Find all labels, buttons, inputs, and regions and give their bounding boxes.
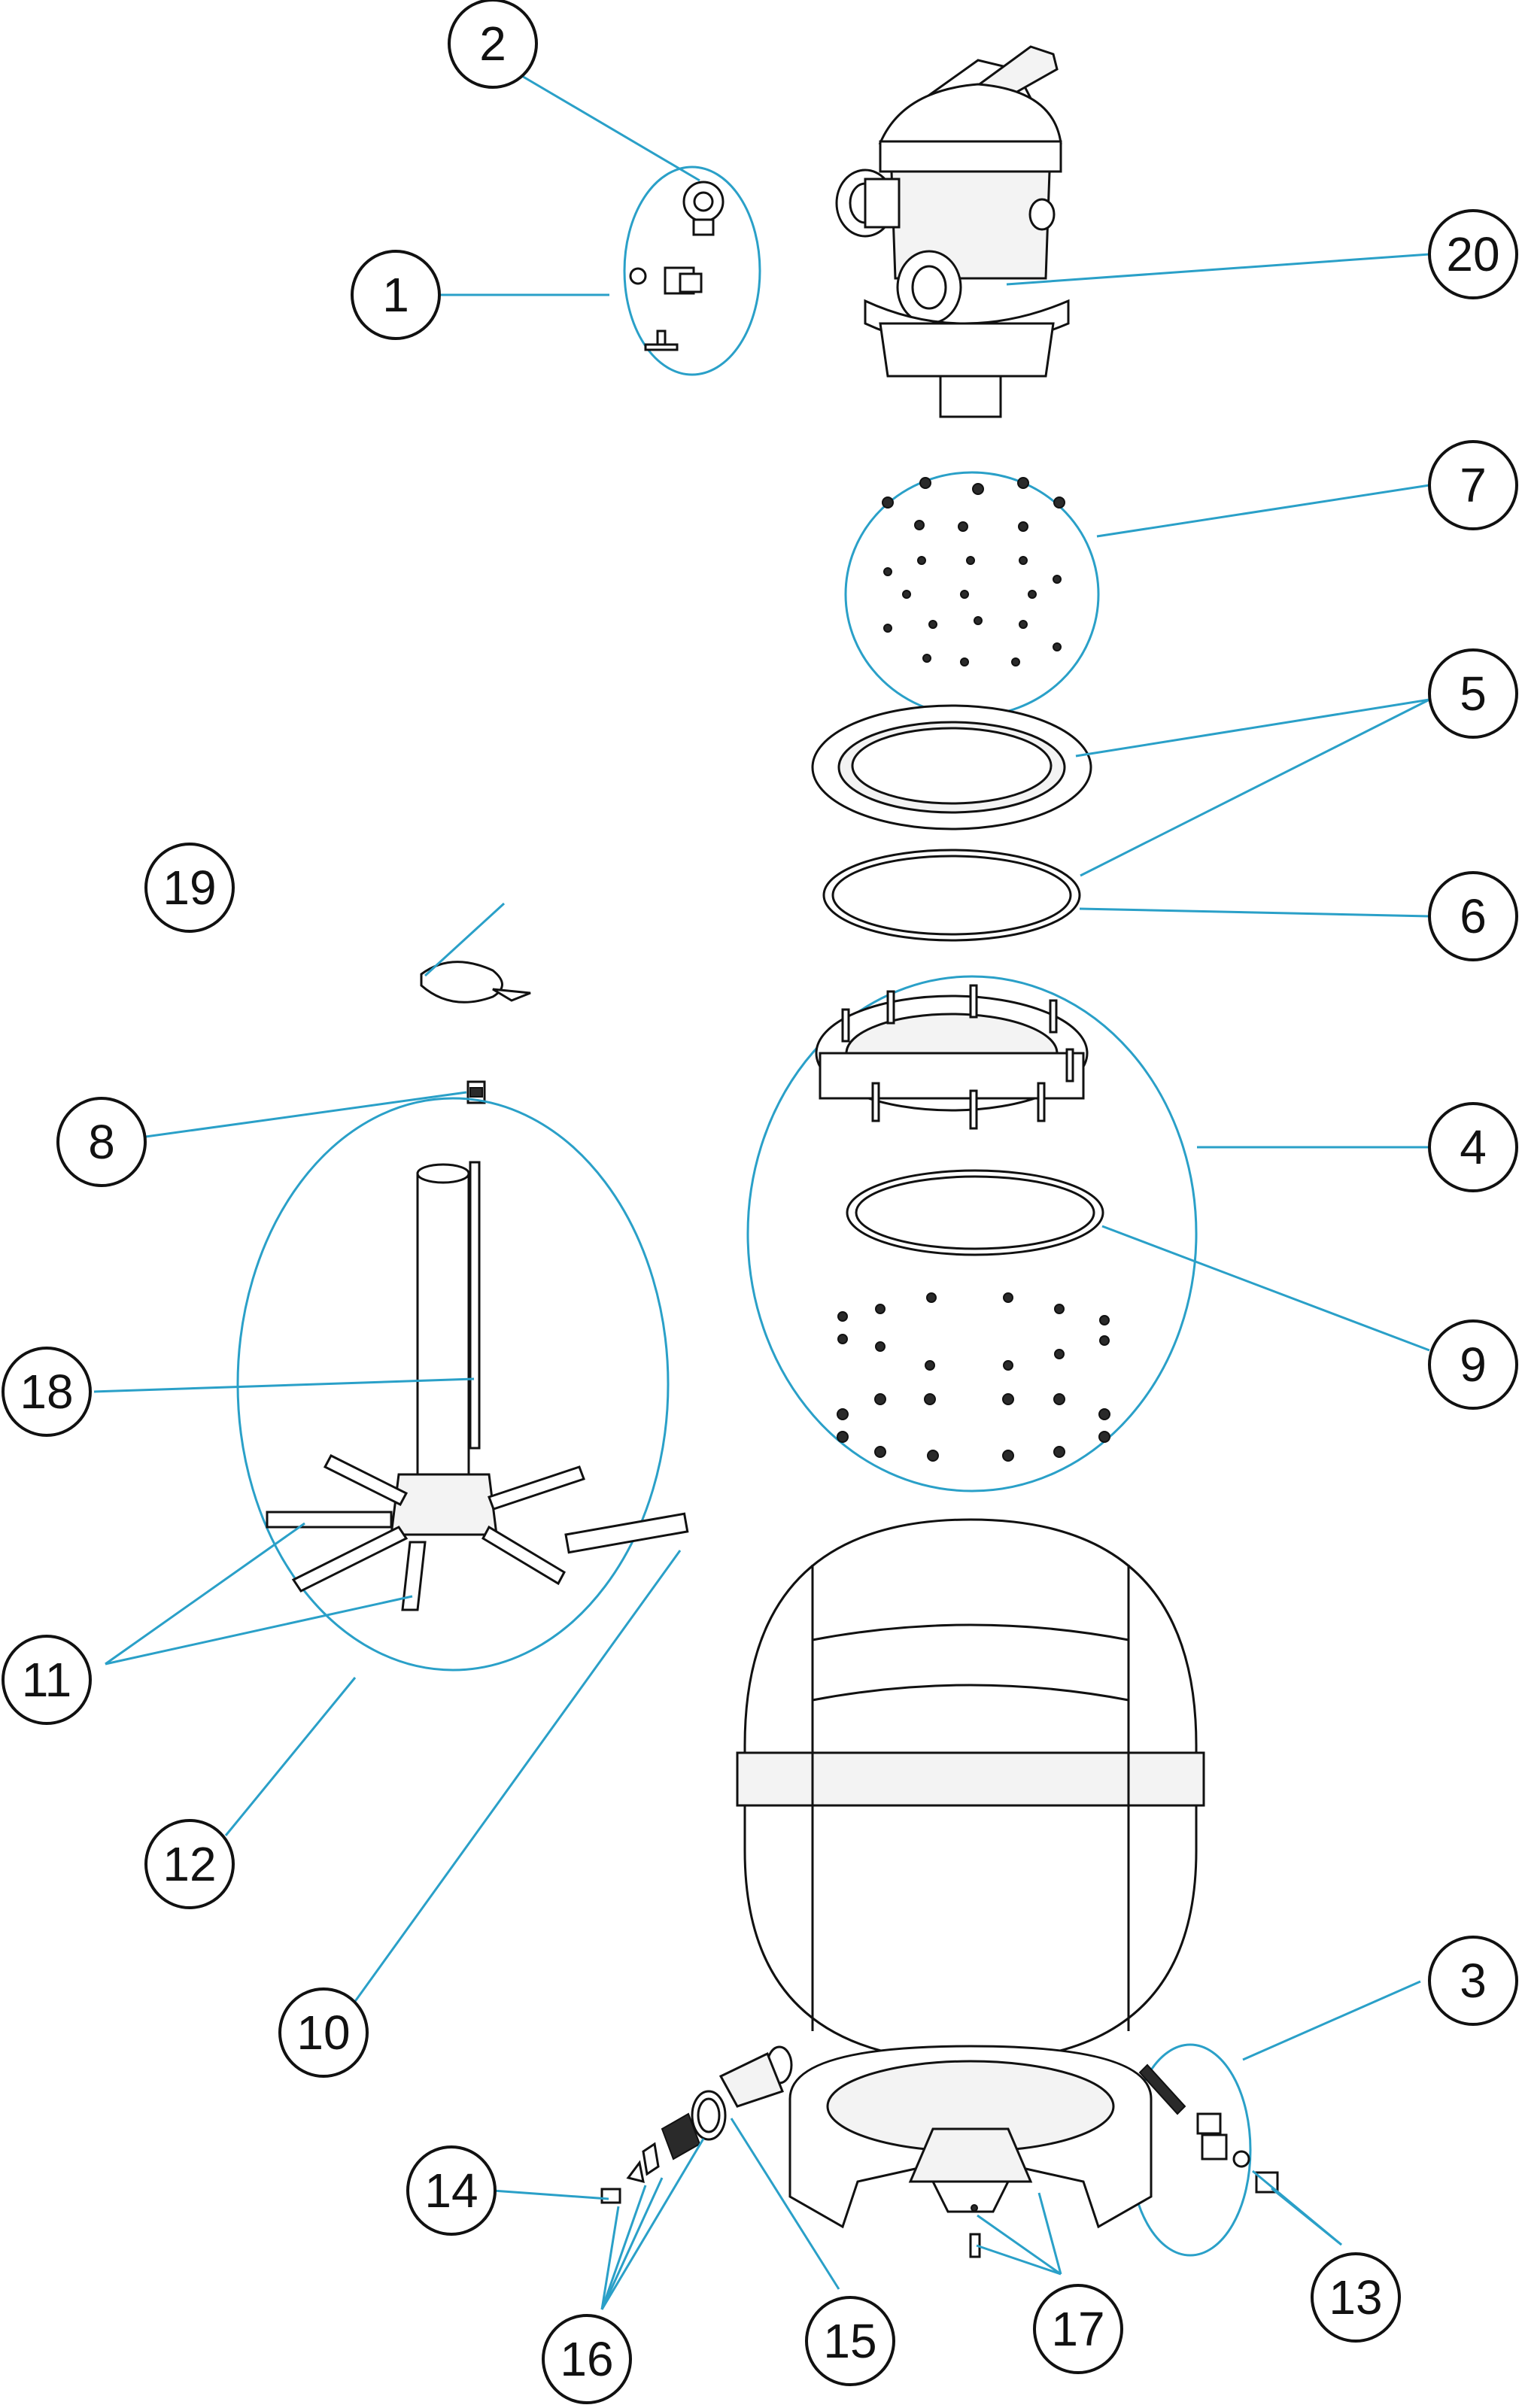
svg-text:6: 6 — [1460, 889, 1487, 943]
callout-10: 10 — [278, 1987, 369, 2078]
lower-assembly-group — [746, 975, 1198, 1492]
svg-text:18: 18 — [20, 1365, 73, 1419]
svg-text:3: 3 — [1460, 1954, 1487, 2008]
collector-assembly-group — [236, 1097, 689, 1672]
air-pipe — [469, 1161, 481, 1450]
manometer-kit-group — [623, 165, 761, 376]
drain-nut — [1201, 2133, 1228, 2161]
group-ellipse-4 — [746, 975, 1198, 1492]
drain-fittings — [600, 2045, 793, 2204]
svg-text:20: 20 — [1446, 227, 1499, 281]
callout-12: 12 — [144, 1819, 235, 1909]
valve-stem — [939, 375, 1002, 418]
tank-belt — [736, 1751, 1205, 1807]
svg-text:8: 8 — [88, 1115, 115, 1169]
cable-tie — [420, 961, 503, 1004]
svg-text:15: 15 — [823, 2314, 876, 2368]
svg-text:13: 13 — [1329, 2270, 1382, 2324]
spare-lateral — [564, 1512, 689, 1554]
svg-text:16: 16 — [560, 2332, 613, 2386]
callout-4: 4 — [1428, 1102, 1518, 1192]
multiport-valve — [835, 45, 1070, 418]
nozzle-field-upper — [882, 477, 1065, 667]
upper-nozzles-group — [844, 471, 1100, 718]
svg-text:1: 1 — [382, 268, 409, 322]
svg-text:19: 19 — [163, 861, 216, 915]
drain-washer — [1196, 2112, 1222, 2135]
callout-20: 20 — [1428, 209, 1518, 299]
svg-text:2: 2 — [479, 17, 506, 71]
group-ellipse-7 — [844, 471, 1100, 718]
group-ellipse-1 — [623, 165, 761, 376]
callout-19: 19 — [144, 843, 235, 933]
callout-3: 3 — [1428, 1936, 1518, 2026]
svg-text:9: 9 — [1460, 1338, 1487, 1392]
callout-17: 17 — [1033, 2284, 1123, 2374]
central-pipe — [416, 1172, 470, 1491]
callout-15: 15 — [805, 2296, 895, 2386]
callout-11: 11 — [2, 1635, 92, 1725]
svg-text:12: 12 — [163, 1837, 216, 1891]
svg-text:5: 5 — [1460, 667, 1487, 721]
nozzle-field-lower — [837, 1292, 1110, 1462]
svg-text:10: 10 — [296, 2006, 350, 2060]
svg-text:4: 4 — [1460, 1120, 1487, 1174]
filter-base — [788, 2045, 1153, 2258]
filter-tank — [736, 1518, 1205, 2063]
callout-8: 8 — [56, 1097, 147, 1187]
collector-laterals — [266, 1454, 585, 1611]
svg-text:14: 14 — [424, 2164, 478, 2218]
callout-13: 13 — [1311, 2252, 1401, 2343]
callout-18: 18 — [2, 1347, 92, 1437]
air-purge — [466, 1080, 486, 1104]
collector-hub — [390, 1473, 498, 1536]
callout-1: 1 — [351, 250, 441, 340]
group-ellipse-12 — [236, 1097, 670, 1672]
top-flange-ring — [811, 704, 1092, 831]
callout-2: 2 — [448, 0, 538, 89]
callout-5: 5 — [1428, 648, 1518, 739]
callout-9: 9 — [1428, 1319, 1518, 1410]
callout-7: 7 — [1428, 440, 1518, 530]
callout-14: 14 — [406, 2145, 497, 2236]
drain-connector — [718, 2051, 784, 2108]
drain-screw — [1138, 2063, 1186, 2115]
ring-studs — [841, 984, 1074, 1130]
callout-16: 16 — [542, 2314, 632, 2404]
gauge-washer — [629, 267, 647, 285]
svg-text:17: 17 — [1051, 2302, 1104, 2356]
svg-text:11: 11 — [22, 1653, 71, 1707]
leader-lines — [93, 66, 1430, 2310]
drain-plug — [600, 2188, 621, 2204]
callout-6: 6 — [1428, 871, 1518, 961]
svg-text:7: 7 — [1460, 458, 1487, 512]
gauge-screw — [644, 329, 679, 351]
